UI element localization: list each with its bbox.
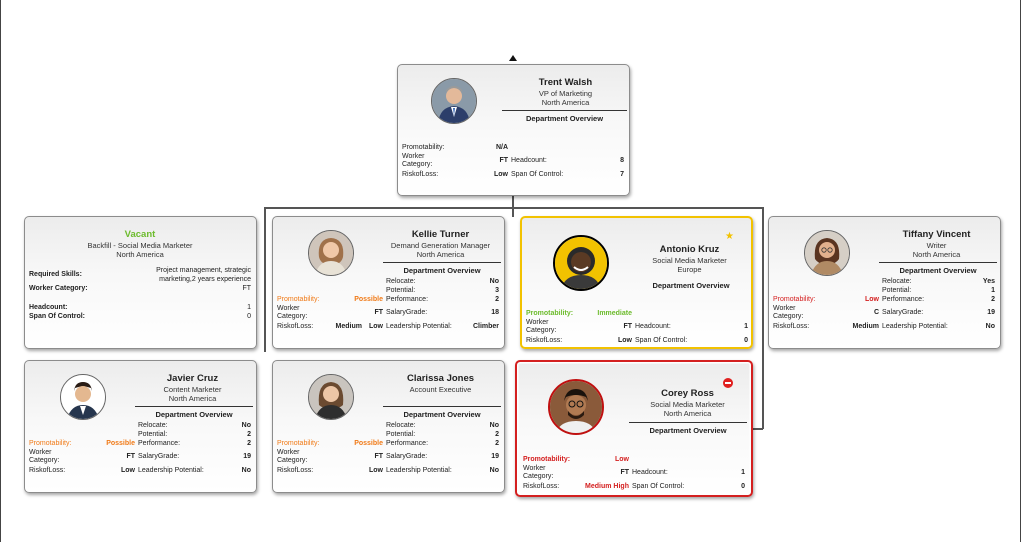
connector-line [752,428,763,430]
department-overview-label[interactable]: Department Overview [502,110,627,123]
department-overview-label[interactable]: Department Overview [135,406,253,419]
department-overview-label[interactable]: Department Overview [629,422,747,435]
connector-line [264,207,266,352]
connector-line [762,207,764,429]
expand-up-arrow-icon[interactable] [509,55,517,61]
department-overview-label[interactable]: Department Overview [879,262,997,275]
vacant-region: North America [116,250,164,259]
department-overview-label[interactable]: Department Overview [383,262,501,275]
stop-icon [723,378,733,388]
employee-name: Kellie Turner [411,229,470,240]
avatar [804,230,850,276]
avatar [548,379,604,435]
employee-name: Corey Ross [661,388,714,399]
org-card-kellie-turner[interactable]: Kellie Turner Demand Generation Manager … [272,216,505,349]
org-card-clarissa-jones[interactable]: Clarissa Jones Account Executive Departm… [272,360,505,493]
employee-title: Content Marketer [163,385,222,394]
department-overview-label[interactable]: Department Overview [652,281,730,290]
employee-name: Tiffany Vincent [902,229,971,240]
org-card-javier-cruz[interactable]: Javier Cruz Content Marketer North Ameri… [24,360,257,493]
connector-line [512,207,514,217]
org-card-corey-ross[interactable]: Corey Ross Social Media Marketer North A… [515,360,753,497]
avatar [308,374,354,420]
employee-title: VP of Marketing [538,89,593,98]
employee-name: Trent Walsh [538,77,593,88]
employee-title: Social Media Marketer [650,400,725,409]
vacant-status: Vacant [124,229,156,240]
employee-title: Writer [926,241,947,250]
employee-region: North America [416,250,465,259]
employee-name: Antonio Kruz [659,244,720,255]
employee-title: Demand Generation Manager [390,241,491,250]
org-card-trent-walsh[interactable]: Trent Walsh VP of Marketing North Americ… [397,64,630,196]
employee-name: Clarissa Jones [406,373,475,384]
employee-region: North America [912,250,961,259]
connector-line [512,196,514,208]
employee-title: Social Media Marketer [652,256,727,265]
org-card-tiffany-vincent[interactable]: Tiffany Vincent Writer North America Dep… [768,216,1001,349]
avatar [308,230,354,276]
department-overview-label[interactable]: Department Overview [383,406,501,419]
connector-line [264,207,763,209]
employee-region: North America [663,409,712,418]
vacant-title: Backfill - Social Media Marketer [87,241,193,250]
avatar [60,374,106,420]
employee-region: North America [541,98,590,107]
employee-title: Account Executive [409,385,472,394]
avatar [553,235,609,291]
employee-region: Europe [677,265,702,274]
avatar [431,78,477,124]
employee-name: Javier Cruz [166,373,219,384]
org-card-antonio-kruz[interactable]: ★ Antonio Kruz Social Media Marketer Eur… [520,216,753,349]
org-card-vacant[interactable]: Vacant Backfill - Social Media Marketer … [24,216,257,349]
star-icon: ★ [725,231,734,242]
employee-region: North America [168,394,217,403]
